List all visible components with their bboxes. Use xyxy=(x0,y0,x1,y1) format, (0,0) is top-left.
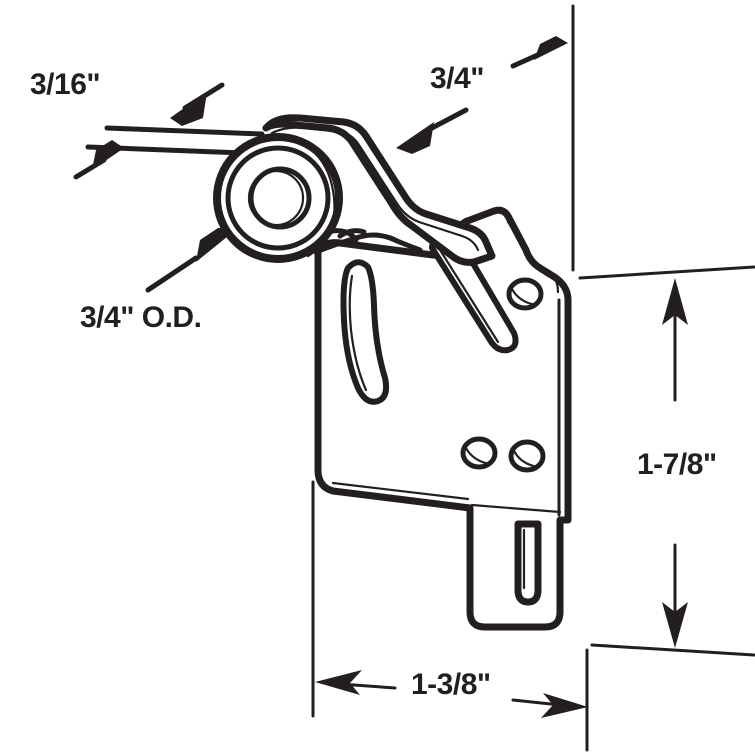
height-arrow-head-down xyxy=(662,602,688,648)
flange-to-plate-seam-inner xyxy=(328,233,400,250)
thickness-arrow-head-bottom xyxy=(92,140,124,170)
dimension-label-roller-diameter: 3/4" O.D. xyxy=(80,301,202,334)
top-flange-arm xyxy=(262,114,496,266)
roller-middle-circle xyxy=(225,145,331,251)
width-arrow-head-right xyxy=(541,693,588,718)
dimension-label-thickness: 3/16" xyxy=(30,68,101,101)
dimension-callout-width xyxy=(315,670,588,718)
mounting-hole-lower-right-inner xyxy=(512,449,540,469)
roller-retainer-tab xyxy=(337,228,367,239)
roller-wheel xyxy=(213,133,343,263)
width-arrow-shaft-right xyxy=(511,698,562,707)
flange-arrow-shaft-left xyxy=(429,107,469,131)
flange-arrow-head-right xyxy=(534,36,568,60)
mounting-hole-upper-right-inner xyxy=(510,287,538,307)
roller-depth-line xyxy=(298,140,336,258)
flange-arrow-head-left xyxy=(396,122,434,154)
bottom-fork xyxy=(514,520,542,606)
mounting-hole-upper-right xyxy=(506,277,544,311)
width-arrow-head-left xyxy=(315,670,362,695)
dimension-label-width: 1-3/8" xyxy=(411,668,491,701)
reference-lines xyxy=(311,4,755,752)
bottom-fork-slot xyxy=(514,520,542,606)
dimension-callout-thickness xyxy=(73,82,265,180)
thickness-line-upper xyxy=(104,125,265,137)
roller-hub-circle xyxy=(248,166,312,230)
angled-slot-inner-line xyxy=(438,248,500,344)
dimension-label-height: 1-7/8" xyxy=(637,448,717,481)
curved-slot-shape xyxy=(340,259,390,405)
roller-outer-circle xyxy=(213,133,343,263)
mounting-hole-lower-left-inner xyxy=(464,446,492,466)
extension-line-upper-right xyxy=(578,265,755,280)
bracket-fork-shoulder-line xyxy=(470,503,562,514)
mounting-hole-lower-right xyxy=(508,439,546,473)
bracket-top-notch-inner-line xyxy=(506,220,560,294)
bracket-bottom-shoulder-inner-line xyxy=(331,481,470,501)
roller-hub-inner-circle xyxy=(247,169,305,227)
height-arrow-head-up xyxy=(662,278,688,325)
dimension-callout-roller-od xyxy=(145,228,238,293)
top-flange-inner-line xyxy=(270,126,480,252)
mounting-holes xyxy=(460,277,546,473)
curved-slot xyxy=(340,259,390,405)
curved-slot-inner-line xyxy=(348,274,368,392)
extension-line-lower-right xyxy=(590,643,755,657)
roller-od-leader-shaft xyxy=(145,255,199,293)
dimension-callout-height xyxy=(662,278,688,648)
mounting-hole-lower-left xyxy=(460,436,498,470)
dimension-callout-flange xyxy=(396,36,568,154)
thickness-arrow-head-top xyxy=(170,92,207,126)
dimension-label-flange-width: 3/4" xyxy=(430,62,484,95)
